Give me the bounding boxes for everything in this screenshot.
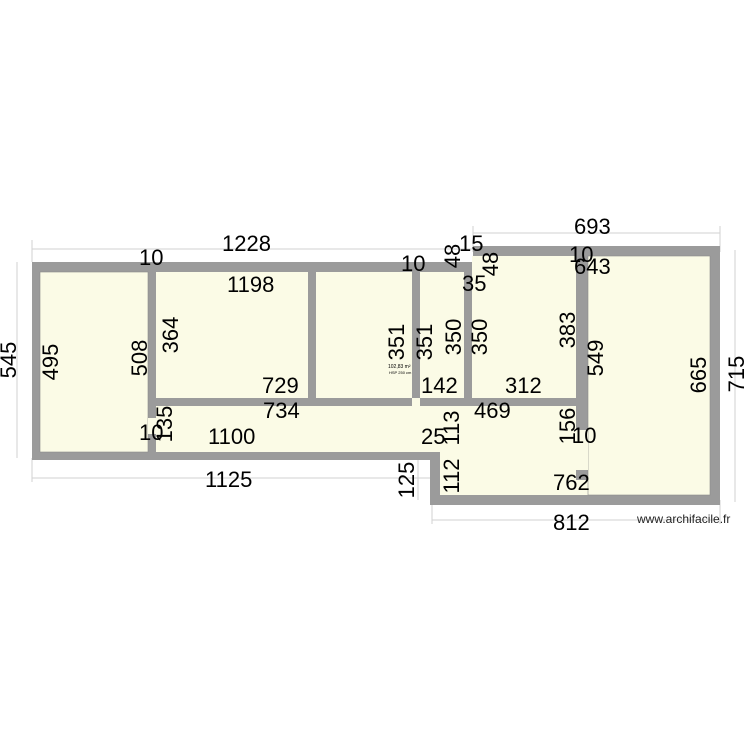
dim-wall-c-top: 48 [440,244,465,268]
lower-link [576,480,588,495]
dim-overall-bottom-right: 812 [553,510,590,535]
dim-overall-top-right: 693 [574,214,611,239]
dim-step-height: 125 [394,462,419,499]
dim-room6-width: 643 [574,254,611,279]
dim-overall-top-left: 1228 [222,231,271,256]
wall-openings [148,398,588,470]
room-5 [472,256,576,398]
watermark: www.archifacile.fr [636,512,730,526]
room-left [40,272,148,452]
room-2 [156,272,308,398]
dim-room5-height: 350 [441,319,466,356]
dim-hall-10: 10 [572,423,596,448]
dim-wall-a-top: 10 [139,245,163,270]
dim-hall-156: 156 [555,408,580,445]
dim-room1-height: 495 [38,344,63,381]
area-height-label: HSP 250 cm [389,370,412,375]
dim-wall-c-gap: 15 [459,231,483,256]
dim-bottom-312: 312 [505,373,542,398]
dim-hall-113: 113 [439,410,464,445]
dim-wall-a-bottom: 10 [139,420,163,445]
dim-hall-112: 112 [439,458,464,493]
dim-room6-height: 383 [555,312,580,349]
dim-room2-width: 1198 [227,272,274,297]
wall-edges [39,255,711,496]
dim-overall-left: 545 [0,342,21,379]
dim-wall-g-height: 549 [583,340,608,377]
dim-hall-1100: 1100 [208,424,255,449]
dim-wall-b-top: 10 [401,251,425,276]
dim-room7-height: 665 [686,357,711,394]
room-3 [316,272,412,398]
dim-hall-135: 135 [152,406,177,443]
dim-room2-bottom-width: 729 [262,373,299,398]
dim-room4-height: 351 [412,324,437,361]
vertical-dimensions: 545 715 495 508 364 351 351 350 350 48 4… [0,244,749,499]
dim-bottom-142: 142 [421,373,458,398]
dim-wall-d-top: 48 [478,252,503,276]
area-label: 102,83 m² [388,364,411,370]
lower-room [440,406,576,495]
dim-room3-height: 351 [384,324,409,361]
dim-room2-height: 364 [158,317,183,354]
dim-overall-right: 715 [724,356,749,393]
dim-hall-762: 762 [553,470,590,495]
dim-wall-a-height: 508 [127,340,152,377]
dim-hall-25: 25 [421,424,445,449]
dim-overall-bottom-left: 1125 [205,467,252,492]
dim-hall-469: 469 [474,398,511,423]
dim-hall-734: 734 [263,398,300,423]
room-4 [420,272,464,398]
room-right [588,256,710,495]
dim-wall-e-35: 35 [462,271,486,296]
horizontal-dimensions: 1228 693 10 10 15 10 1198 643 35 729 142… [139,214,611,535]
dim-wall-f-top: 10 [569,242,593,267]
rooms [40,256,710,495]
dim-room5b-height: 350 [467,319,492,356]
